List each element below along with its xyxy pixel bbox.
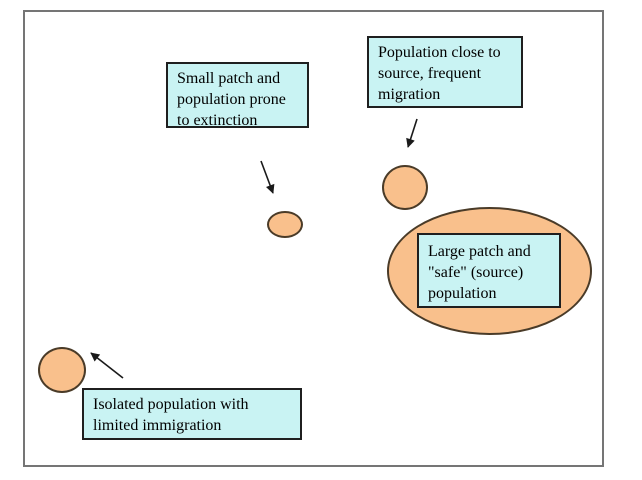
label-line: Population close to — [378, 44, 501, 61]
patch-near-source-ellipse — [382, 165, 428, 210]
label-line: population — [428, 285, 497, 302]
label-close-to-source: Population close to source, frequent mig… — [367, 36, 523, 108]
label-small-patch: Small patch and population prone to exti… — [166, 62, 309, 129]
label-line: limited immigration — [93, 417, 222, 434]
label-line: Large patch and — [428, 243, 531, 260]
label-line: Isolated population with — [93, 396, 249, 413]
isolated-patch-ellipse — [38, 347, 86, 393]
label-line: population prone — [177, 91, 286, 108]
label-large-patch: Large patch and "safe" (source) populati… — [417, 233, 561, 308]
label-line: source, frequent — [378, 65, 482, 82]
label-line: "safe" (source) — [428, 264, 524, 281]
label-line: Small patch and — [177, 70, 281, 87]
label-line: migration — [378, 86, 441, 103]
label-isolated: Isolated population with limited immigra… — [82, 388, 302, 440]
small-patch-ellipse — [267, 211, 303, 238]
label-line: to extinction — [177, 112, 258, 129]
